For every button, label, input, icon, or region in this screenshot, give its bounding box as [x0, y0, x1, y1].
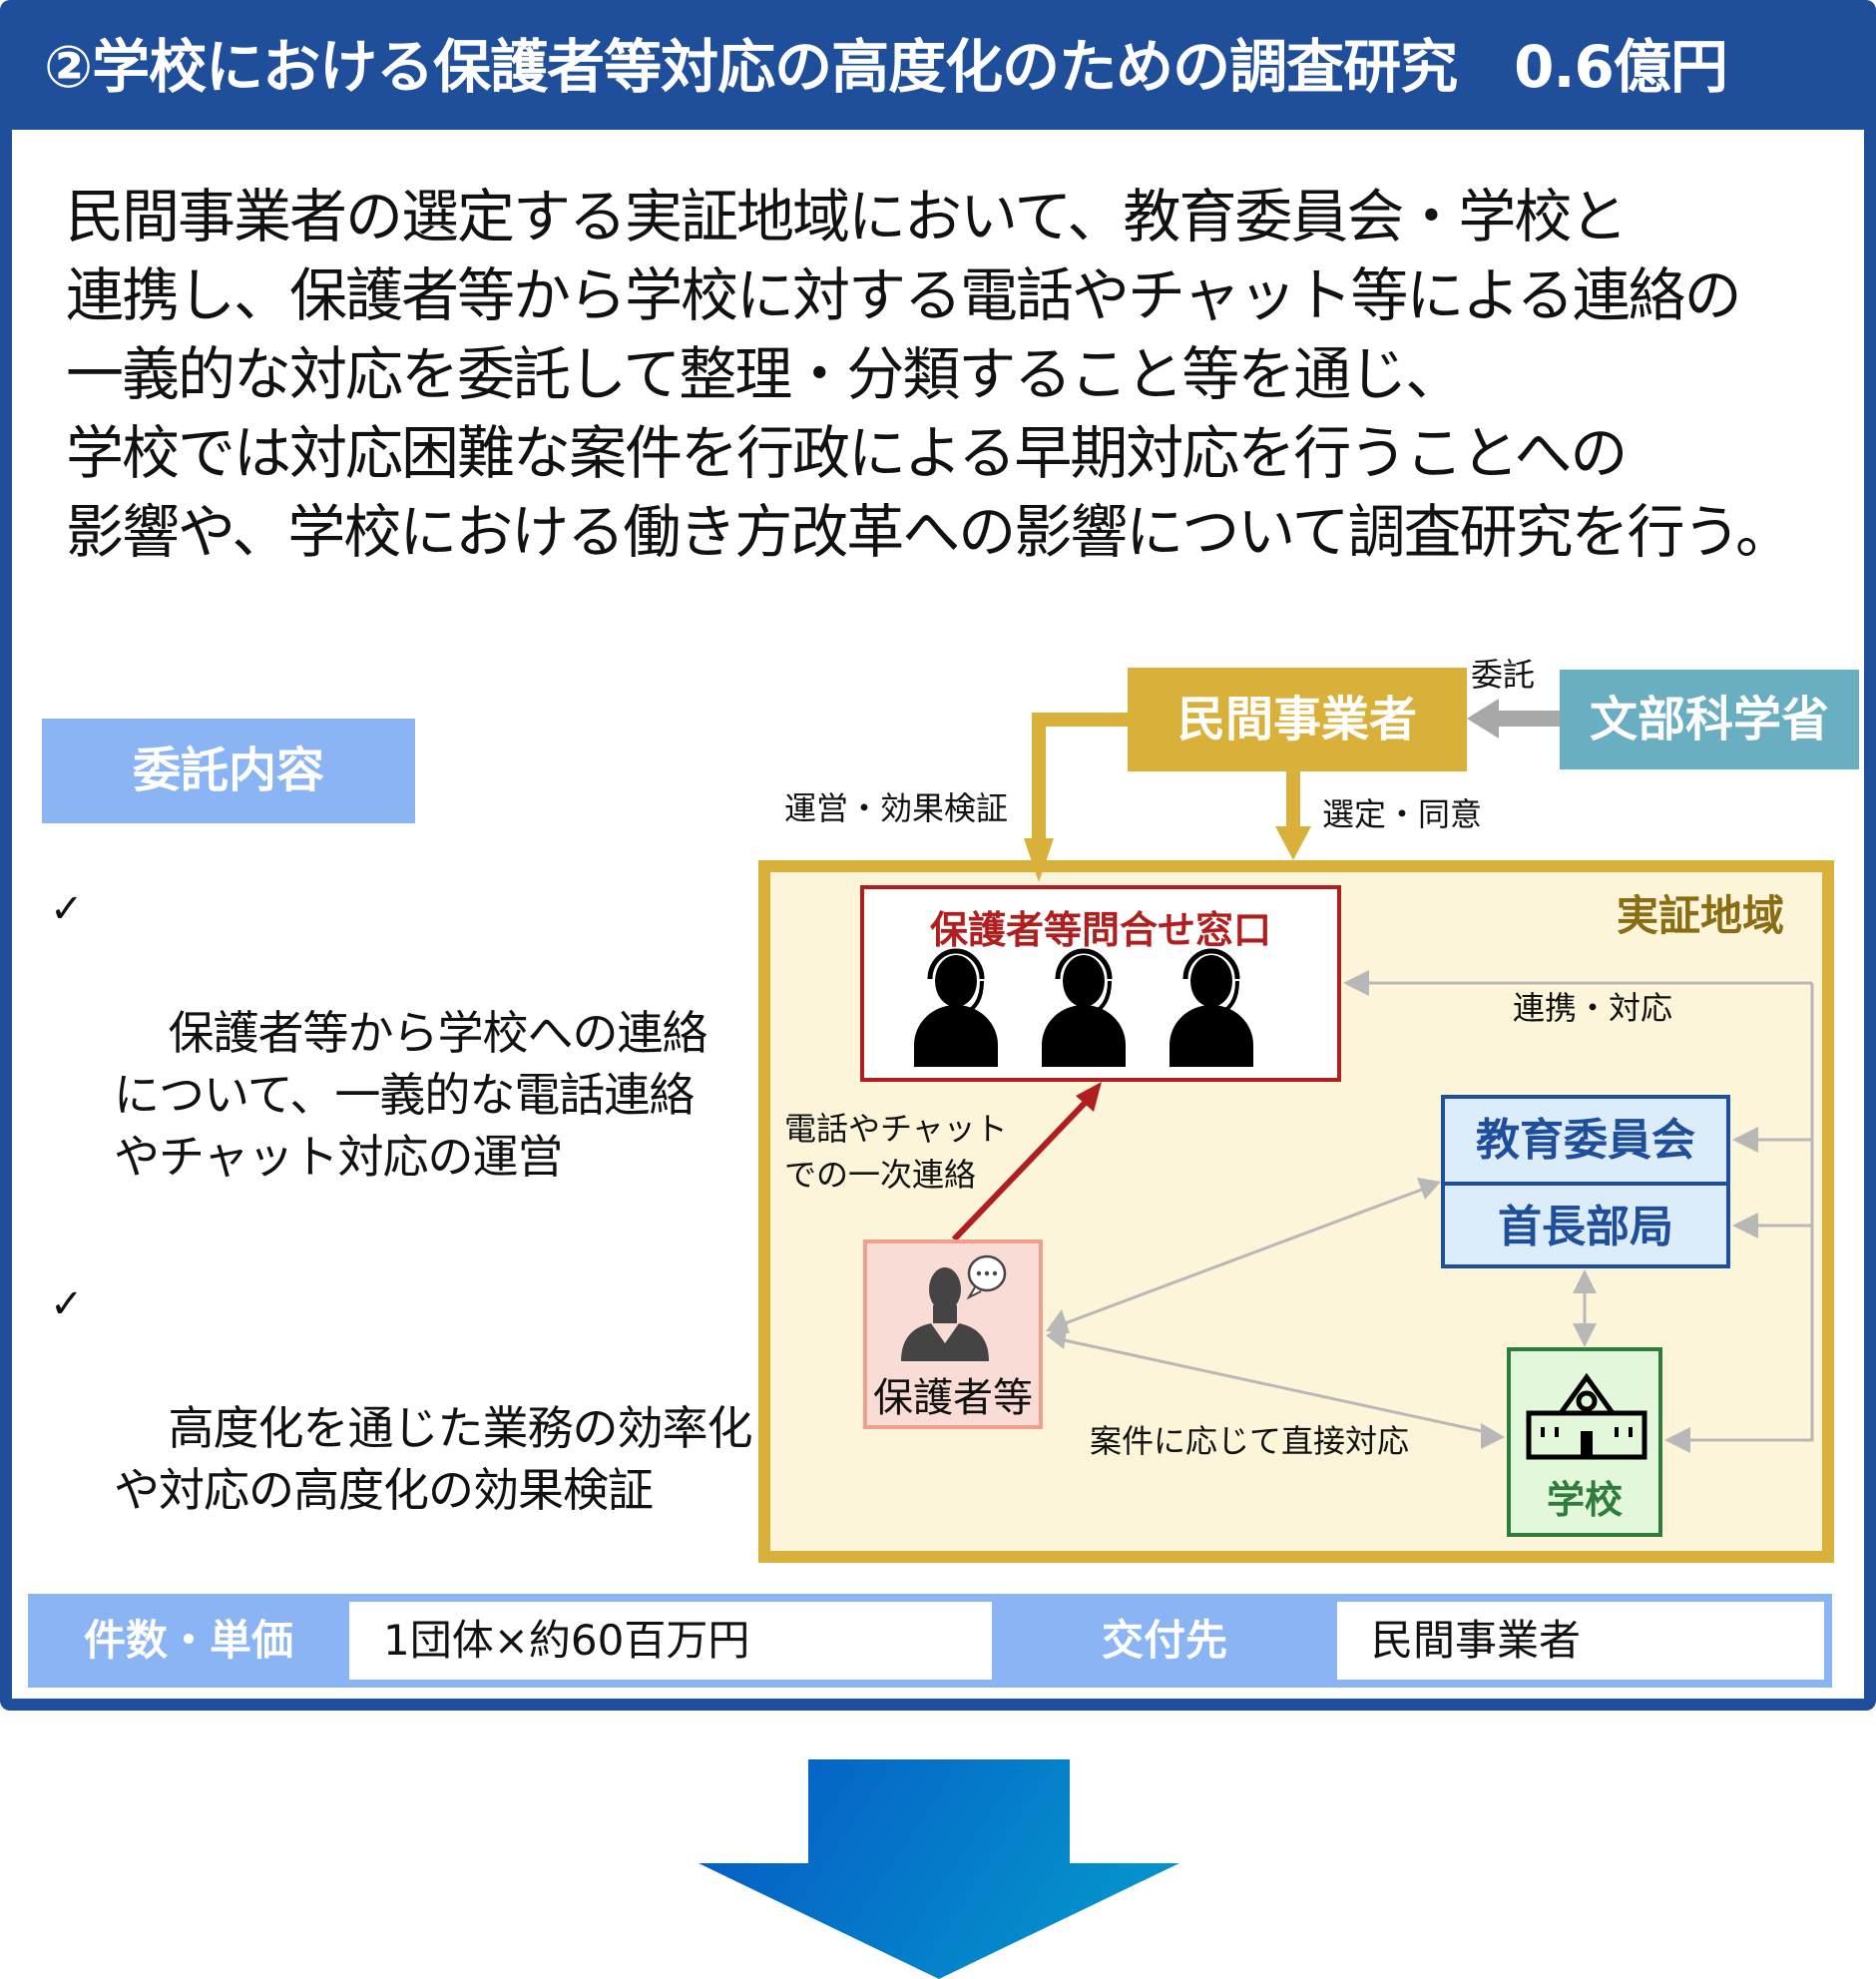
- first-contact-arrow: [951, 1082, 1102, 1242]
- cooperation-lines: [1359, 981, 1814, 1442]
- guardian-school-arrow: [1046, 1323, 1505, 1449]
- mayor-department-label: 首長部局: [1445, 1182, 1726, 1268]
- direct-response-label: 案件に応じて直接対応: [1090, 1422, 1410, 1460]
- operation-label: 運営・効果検証: [784, 789, 1009, 827]
- cooperation-arrowheads: [1343, 970, 1758, 1453]
- private-operator-box: 民間事業者: [1128, 668, 1467, 771]
- selection-label: 選定・同意: [1322, 795, 1483, 833]
- speech-bubble-icon: [966, 1254, 1007, 1300]
- selection-arrow: [1275, 771, 1311, 860]
- headset-operators-icon: [914, 948, 1253, 1067]
- commission-list: ✓ 保護者等から学校への連絡 について、一義的な電話連絡 やチャット対応の運営 …: [50, 878, 752, 1607]
- operation-arrow: [1024, 713, 1130, 882]
- count-price-value: 1団体×約60百万円: [349, 1602, 992, 1680]
- board-school-arrow: [1573, 1269, 1597, 1347]
- list-item: ✓ 保護者等から学校への連絡 について、一義的な電話連絡 やチャット対応の運営: [50, 878, 748, 1249]
- list-item: ✓ 高度化を通じた業務の効率化 や対応の高度化の効果検証: [50, 1273, 752, 1583]
- guardian-person-icon: [901, 1254, 1007, 1361]
- commission-arrow: [1467, 699, 1561, 739]
- school-box: 学校: [1507, 1347, 1662, 1537]
- mext-box: 文部科学省: [1560, 670, 1859, 769]
- recipient-value: 民間事業者: [1337, 1602, 1824, 1680]
- guardian-board-arrow: [1046, 1178, 1441, 1333]
- commission-tag: 委託内容: [42, 719, 415, 823]
- list-item-text: 高度化を通じた業務の効率化 や対応の高度化の効果検証: [114, 1401, 752, 1517]
- region-label: 実証地域: [1617, 891, 1785, 940]
- guardians-label: 保護者等: [873, 1375, 1033, 1421]
- down-arrow-icon: [699, 1759, 1179, 1979]
- check-icon: ✓: [50, 886, 84, 932]
- page-title: ②学校における保護者等対応の高度化のための調査研究 0.6億円: [44, 33, 1728, 101]
- school-label: 学校: [1546, 1478, 1623, 1522]
- commission-label: 委託: [1471, 656, 1536, 694]
- first-contact-label: 電話やチャット での一次連絡: [784, 1110, 1008, 1194]
- check-icon: ✓: [50, 1281, 84, 1327]
- count-price-label: 件数・単価: [83, 1616, 293, 1665]
- board-of-education-label: 教育委員会: [1476, 1115, 1695, 1166]
- board-mayor-box: 教育委員会 首長部局: [1441, 1095, 1730, 1268]
- cooperation-label: 連携・対応: [1513, 989, 1673, 1027]
- list-item-text: 保護者等から学校への連絡 について、一義的な電話連絡 やチャット対応の運営: [114, 1006, 707, 1184]
- summary-table: 件数・単価 1団体×約60百万円 交付先 民間事業者: [28, 1594, 1832, 1688]
- school-building-icon: [1526, 1372, 1647, 1460]
- recipient-label: 交付先: [1101, 1616, 1227, 1665]
- lead-description: 民間事業者の選定する実証地域において、教育委員会・学校と 連携し、保護者等から学…: [66, 183, 1793, 566]
- contact-window-title: 保護者等問合せ窓口: [929, 908, 1271, 952]
- contact-window-box: 保護者等問合せ窓口: [860, 885, 1341, 1082]
- guardians-box: 保護者等: [863, 1239, 1043, 1429]
